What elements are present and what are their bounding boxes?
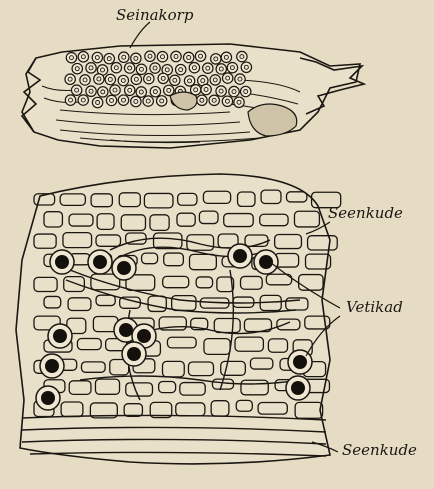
alga-nucleus [291, 381, 305, 395]
label-seenkude-top: Seenkude [328, 204, 403, 222]
alga-nucleus [55, 255, 69, 269]
apothecium [145, 51, 155, 61]
label-seinakorp: Seinakorp [116, 6, 194, 24]
apothecium [150, 86, 160, 96]
apothecium [171, 51, 181, 61]
label-seenkude-bottom: Seenkude [342, 441, 417, 459]
apothecium [86, 86, 96, 96]
apothecium [78, 95, 88, 105]
apothecium [131, 53, 141, 63]
apothecium [184, 76, 194, 86]
apothecium [157, 52, 167, 62]
apothecium [237, 51, 247, 61]
apothecium [227, 62, 237, 72]
alga-nucleus [53, 329, 67, 343]
alga-nucleus [117, 261, 131, 275]
apothecium [136, 64, 146, 74]
apothecium [170, 75, 180, 85]
apothecium [65, 95, 75, 105]
apothecium [164, 85, 174, 95]
apothecium [131, 74, 141, 84]
apothecium [234, 97, 244, 107]
apothecium [211, 54, 221, 64]
apothecium [183, 52, 193, 62]
apothecium [125, 85, 135, 95]
pointer-seinakorp [130, 22, 150, 48]
apothecium [110, 85, 120, 95]
apothecium [72, 63, 82, 73]
apothecium [235, 74, 245, 84]
apothecium [209, 95, 219, 105]
apothecium [222, 73, 232, 83]
label-vetikad: Vetikad [346, 298, 403, 316]
apothecium [104, 53, 114, 63]
apothecium [156, 96, 166, 106]
apothecium [197, 95, 207, 105]
apothecium [143, 96, 153, 106]
apothecium [136, 87, 146, 97]
apothecium [98, 87, 108, 97]
alga-nucleus [119, 323, 133, 337]
apothecium [66, 52, 76, 62]
apothecium [144, 74, 154, 84]
apothecium [94, 74, 104, 84]
apothecium [65, 74, 75, 84]
apothecium [86, 63, 96, 73]
apothecium [229, 86, 239, 96]
apothecium [221, 52, 231, 62]
apothecium [210, 75, 220, 85]
apothecium [158, 73, 168, 83]
alga-nucleus [293, 355, 307, 369]
apothecium [119, 52, 129, 62]
apothecium [240, 86, 250, 96]
alga-nucleus [137, 329, 151, 343]
apothecium [92, 97, 102, 107]
apothecium [201, 84, 211, 94]
alga-nucleus [93, 255, 107, 269]
apothecium [216, 64, 226, 74]
apothecium [131, 96, 141, 106]
apothecium [222, 96, 232, 106]
apothecium [203, 63, 213, 73]
alga-nucleus [45, 359, 59, 373]
apothecium [80, 75, 90, 85]
apothecium [118, 95, 128, 105]
apothecium [216, 86, 226, 96]
alga-nucleus [127, 347, 141, 361]
apothecium [176, 64, 186, 74]
apothecium [106, 95, 116, 105]
apothecium [189, 63, 199, 73]
apothecium [118, 75, 128, 85]
apothecium [241, 62, 251, 72]
apothecium [195, 51, 205, 61]
apothecium [92, 52, 102, 62]
alga-nucleus [233, 249, 247, 263]
apothecium [150, 63, 160, 73]
alga-nucleus [41, 391, 55, 405]
apothecium [78, 52, 88, 62]
apothecium [105, 74, 115, 84]
apothecium [124, 63, 134, 73]
apothecium [71, 85, 81, 95]
apothecium [111, 62, 121, 72]
